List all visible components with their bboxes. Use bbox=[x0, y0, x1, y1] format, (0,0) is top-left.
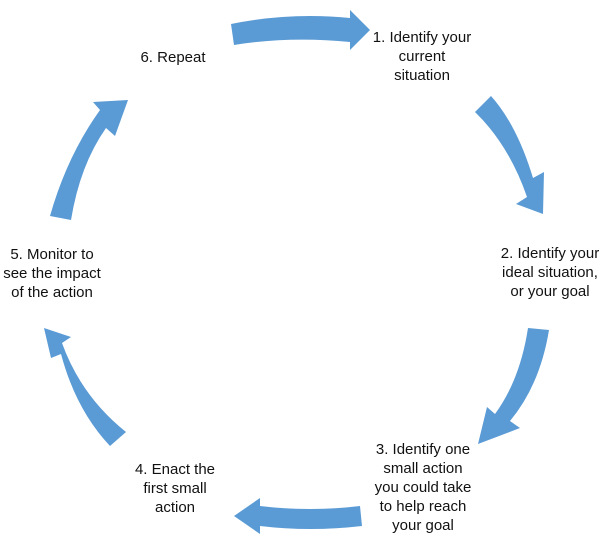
step-3-line-5: your goal bbox=[392, 517, 454, 534]
step-1-line-2: current bbox=[398, 48, 446, 65]
arrow-step2-to-step3 bbox=[478, 328, 549, 444]
arrow-step3-to-step4 bbox=[234, 498, 362, 534]
step-3-line-1: 3. Identify one bbox=[375, 441, 471, 458]
arrow-step6-to-step1 bbox=[231, 10, 370, 50]
step-3-line-4: to help reach bbox=[379, 498, 467, 515]
step-2-label: 2. Identify your ideal situation, or you… bbox=[485, 244, 600, 301]
step-5-label: 5. Monitor to see the impact of the acti… bbox=[0, 245, 122, 302]
step-4-line-3: action bbox=[154, 499, 196, 516]
step-3-line-3: you could take bbox=[374, 479, 472, 496]
step-4-label: 4. Enact the first small action bbox=[110, 460, 240, 517]
step-1-line-1: 1. Identify your bbox=[372, 29, 472, 46]
step-5-line-2: see the impact bbox=[3, 265, 101, 282]
arrow-step5-to-step6 bbox=[50, 100, 128, 220]
step-1-label: 1. Identify your current situation bbox=[352, 28, 492, 85]
step-3-line-2: small action bbox=[383, 460, 463, 477]
step-6-line-1: 6. Repeat bbox=[140, 49, 206, 66]
step-2-line-2: ideal situation, bbox=[502, 264, 598, 281]
step-4-line-2: first small bbox=[143, 480, 207, 497]
step-5-line-1: 5. Monitor to bbox=[10, 246, 94, 263]
arrow-step4-to-step5 bbox=[44, 328, 126, 446]
step-3-label: 3. Identify one small action you could t… bbox=[348, 440, 498, 535]
step-5-line-3: of the action bbox=[11, 284, 93, 301]
step-2-line-3: or your goal bbox=[510, 283, 590, 300]
step-4-line-1: 4. Enact the bbox=[134, 461, 216, 478]
step-1-line-3: situation bbox=[394, 67, 450, 84]
step-6-label: 6. Repeat bbox=[128, 48, 218, 67]
arrow-step1-to-step2 bbox=[475, 96, 544, 214]
step-2-line-1: 2. Identify your bbox=[500, 245, 600, 262]
